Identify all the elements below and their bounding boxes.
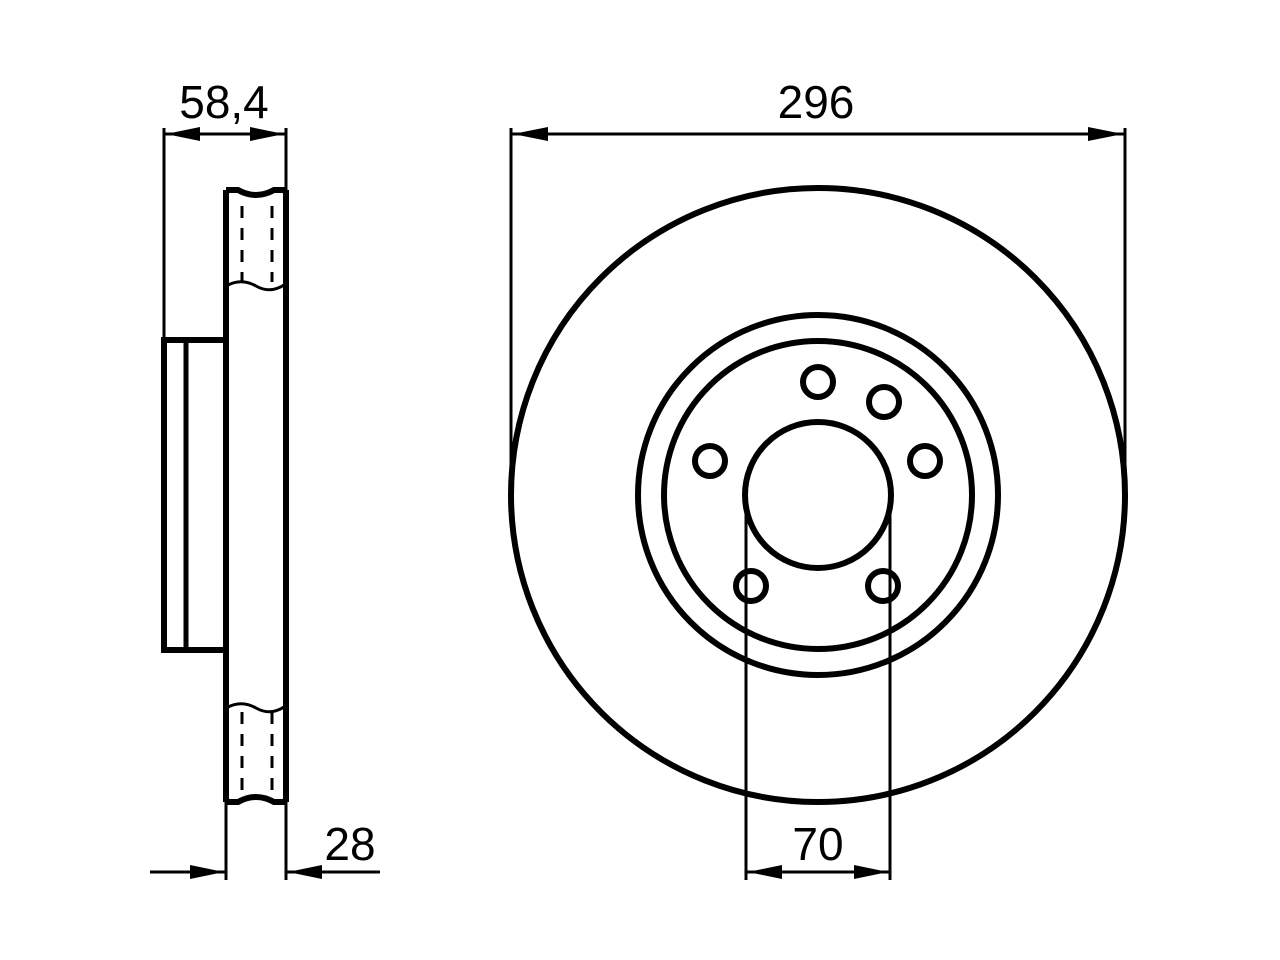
bolt-hole-right [907,443,943,479]
dim-296-arrow-right [1088,127,1123,141]
disc-outer-circle [508,185,1128,805]
bolt-hole-top [800,364,836,400]
dim-296-label: 296 [778,76,855,128]
dim-296-arrow-left [513,127,548,141]
vent-top-boundary [227,280,285,292]
dim-70-arrow-left [748,865,782,879]
bolt-hole-top-right [866,384,902,420]
bolt-hole-left [692,443,728,479]
dim-58-label: 58,4 [179,76,269,128]
dim-28-arrow-right [288,865,322,879]
disc-side-outline [223,187,289,805]
dim-58-arrow-left [166,127,200,141]
front-view: 296 70 [508,76,1128,880]
center-bore-circle [742,419,894,571]
dim-70-label: 70 [792,818,843,870]
dim-70-arrow-right [854,865,888,879]
hat-inner-circle [661,338,975,652]
dim-58-arrow-right [250,127,284,141]
dim-28-arrow-left [190,865,224,879]
vent-bottom-boundary [227,702,285,714]
bolt-hole-bottom-right [865,568,901,604]
side-view: 58,4 28 [150,76,380,880]
hub-hat-outline [161,337,226,653]
bolt-hole-bottom-left [733,568,769,604]
hat-outer-circle [635,312,1001,678]
dim-28-label: 28 [324,818,375,870]
